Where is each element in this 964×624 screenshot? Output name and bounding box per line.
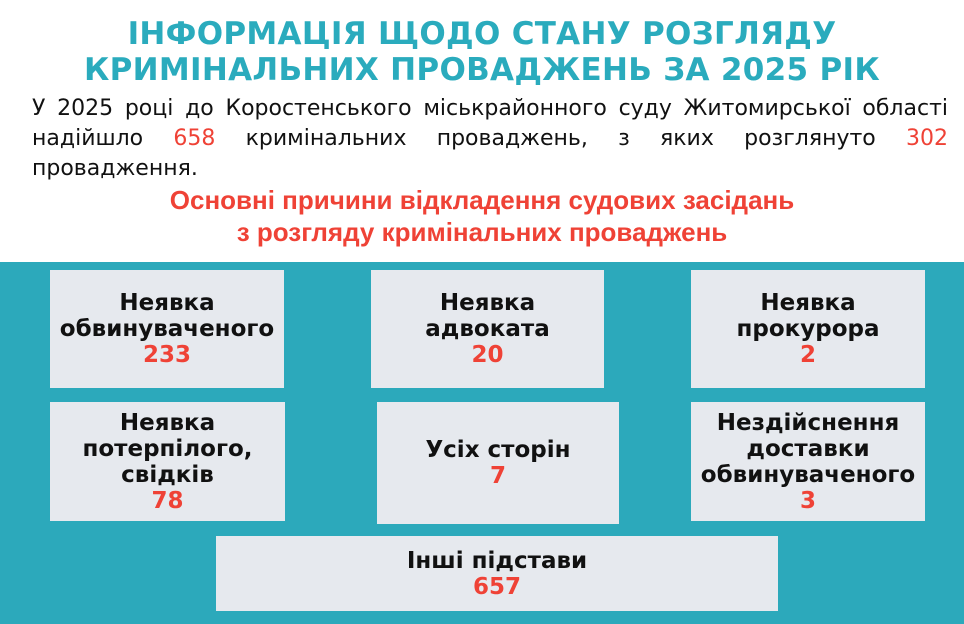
intro-text: кримінальних проваджень, з яких розгляну… (215, 126, 906, 151)
reason-count: 7 (489, 463, 506, 489)
reason-count: 657 (472, 573, 521, 600)
intro-text: провадження. (32, 156, 198, 181)
title-line-2: КРИМІНАЛЬНИХ ПРОВАДЖЕНЬ ЗА 2025 РІК (84, 52, 880, 88)
reason-label: свідків (121, 461, 214, 488)
title-line-1: ІНФОРМАЦІЯ ЩОДО СТАНУ РОЗГЛЯДУ (127, 16, 837, 52)
page-title: ІНФОРМАЦІЯ ЩОДО СТАНУ РОЗГЛЯДУ КРИМІНАЛЬ… (0, 16, 964, 88)
reason-label: Нездійснення (716, 409, 900, 436)
reason-label: прокурора (736, 316, 880, 342)
reason-label: Неявка (119, 290, 215, 316)
received-count: 658 (173, 126, 216, 151)
section-subtitle: Основні причини відкладення судових засі… (0, 184, 964, 248)
reason-label: Неявка (760, 290, 856, 316)
reason-count: 20 (471, 342, 504, 368)
reason-label: обвинуваченого (59, 316, 275, 342)
intro-text: У 2025 році до Коростенського міськрайон… (32, 96, 948, 151)
reason-label: Неявка (119, 409, 216, 436)
subtitle-line-1: Основні причини відкладення судових засі… (169, 185, 795, 215)
reason-label: адвоката (425, 316, 550, 342)
subtitle-line-2: з розгляду кримінальних проваджень (236, 217, 728, 247)
intro-paragraph: У 2025 році до Коростенського міськрайон… (32, 94, 948, 184)
reason-label: доставки (746, 435, 870, 462)
reason-label: обвинуваченого (700, 461, 916, 488)
reason-count: 233 (142, 342, 191, 368)
reason-label: Усіх сторін (425, 437, 571, 463)
reason-label: Інші підстави (406, 547, 588, 574)
reason-count: 78 (151, 487, 184, 514)
reason-label: потерпілого, (82, 435, 253, 462)
reason-label: Неявка (439, 290, 536, 316)
reason-count: 3 (799, 487, 816, 514)
considered-count: 302 (906, 126, 948, 151)
reason-count: 2 (799, 342, 816, 368)
